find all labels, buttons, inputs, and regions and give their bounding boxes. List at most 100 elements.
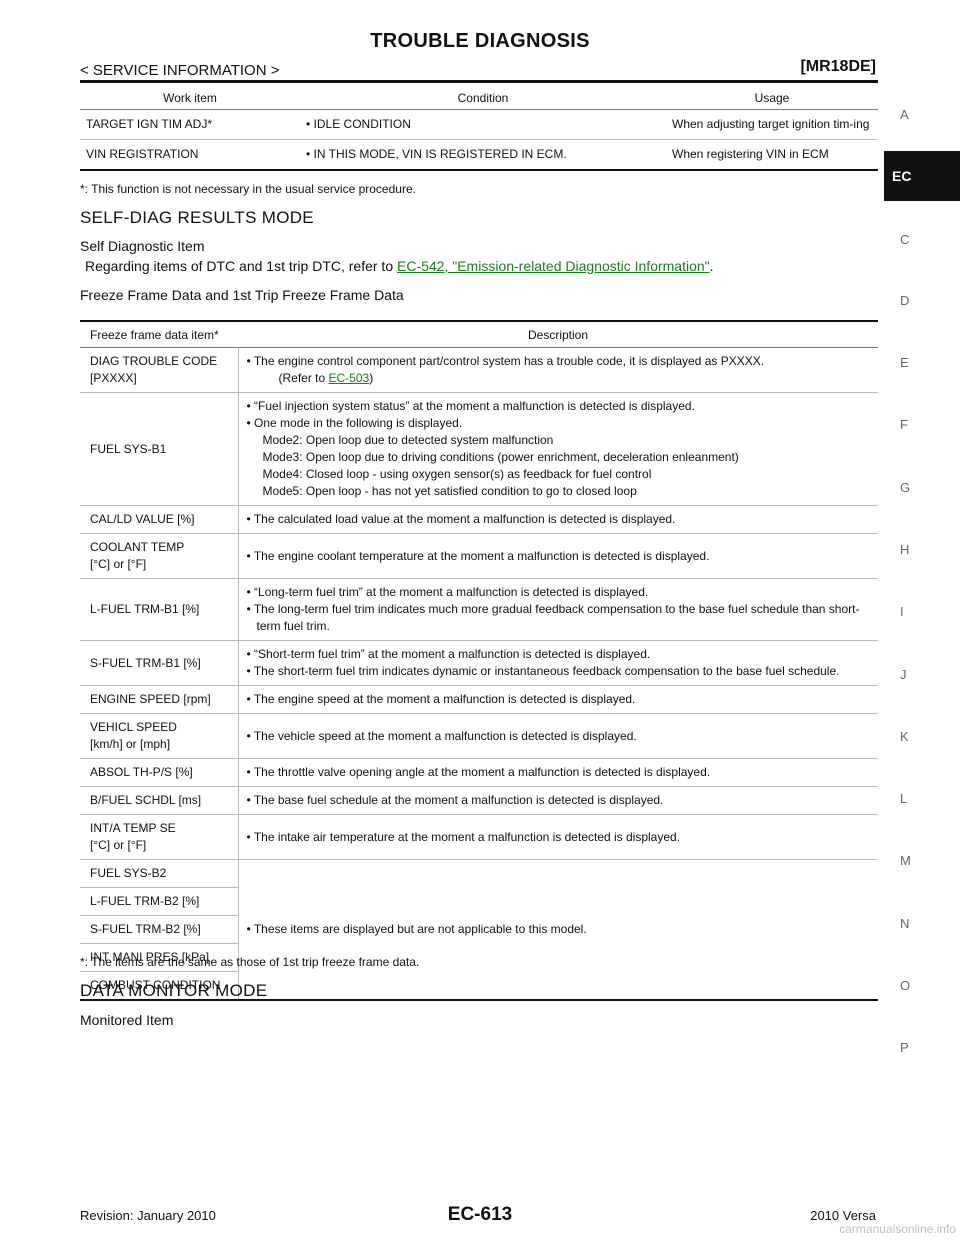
item-line: INT/A TEMP SE (90, 821, 176, 835)
table-row: ABSOL TH-P/S [%] • The throttle valve ope… (80, 758, 878, 787)
item-cell: S-FUEL TRM-B2 [%] (80, 915, 239, 944)
work-item-cell: TARGET IGN TIM ADJ* (80, 109, 300, 140)
table-header-row: Freeze frame data item* Description (80, 322, 878, 348)
item-cell: INT/A TEMP SE [°C] or [°F] (80, 814, 239, 860)
table-row: FUEL SYS-B1 • “Fuel injection system stat… (80, 392, 878, 506)
index-tab-h[interactable]: H (900, 542, 910, 557)
column-header: Freeze frame data item* (80, 322, 238, 348)
index-tab-d[interactable]: D (900, 293, 910, 308)
item-cell: COMBUST CONDITION (80, 971, 239, 1001)
description-line: • The base fuel schedule at the moment a… (246, 793, 664, 807)
index-tab-m[interactable]: M (900, 853, 911, 868)
item-line: [°C] or [°F] (90, 838, 147, 852)
index-tab-f[interactable]: F (900, 417, 908, 432)
subheading-freeze-frame: Freeze Frame Data and 1st Trip Freeze Fr… (80, 287, 404, 303)
work-table-footnote: *: This function is not necessary in the… (80, 182, 416, 196)
index-tab-c[interactable]: C (900, 232, 910, 247)
mode-line: Mode4: Closed loop - using oxygen sensor… (262, 467, 652, 481)
item-line: S-FUEL TRM-B1 [%] (90, 655, 201, 670)
dtc-reference-link[interactable]: EC-542, "Emission-related Diagnostic Inf… (397, 258, 710, 274)
item-line: L-FUEL TRM-B1 [%] (90, 602, 200, 616)
subheading-monitored-item: Monitored Item (80, 1012, 174, 1028)
description-line: • “Fuel injection system status” at the … (246, 399, 695, 413)
index-tab-i[interactable]: I (900, 604, 904, 619)
revision-date: Revision: January 2010 (80, 1208, 216, 1223)
breadcrumb[interactable]: < SERVICE INFORMATION > (80, 62, 280, 79)
reference-suffix: ) (369, 371, 374, 385)
header-divider (80, 80, 878, 83)
edition-label: 2010 Versa (810, 1208, 876, 1223)
section-heading-data-monitor: DATA MONITOR MODE (80, 981, 268, 1000)
description-cell: • The throttle valve opening angle at th… (238, 758, 878, 787)
table-row: CAL/LD VALUE [%]• The calculated load va… (80, 505, 878, 534)
item-line: VEHICL SPEED (90, 720, 177, 734)
description-line: • The calculated load value at the momen… (246, 512, 676, 526)
description-cell: • These items are displayed but are not … (238, 859, 878, 1001)
item-cell: S-FUEL TRM-B1 [%] (80, 640, 239, 686)
column-header: Condition (300, 87, 666, 110)
item-cell: VEHICL SPEED [km/h] or [mph] (80, 713, 239, 759)
index-tab-g[interactable]: G (900, 480, 911, 495)
table-row: S-FUEL TRM-B2 [%] (80, 915, 878, 944)
reference-prefix: (Refer to (278, 371, 329, 385)
freeze-table-top-rule (80, 320, 878, 322)
description-cell: • “Short-term fuel trim” at the moment a… (238, 640, 878, 686)
table-row: FUEL SYS-B2• These items are displayed b… (80, 859, 878, 1001)
dtc-reference-suffix: . (709, 258, 714, 274)
table-row: COOLANT TEMP[°C] or [°F] • The engine coo… (80, 533, 878, 579)
watermark: carmanualsonline.info (839, 1222, 956, 1236)
reference-link[interactable]: EC-503 (328, 371, 370, 385)
item-cell: L-FUEL TRM-B1 [%] (80, 578, 239, 641)
table-row: L-FUEL TRM-B2 [%] (80, 887, 878, 916)
table-row: S-FUEL TRM-B1 [%] • “Short-term fuel trim… (80, 640, 878, 686)
index-tab-e[interactable]: E (900, 355, 909, 370)
index-tab-p[interactable]: P (900, 1040, 909, 1055)
work-item-table: Work item Condition Usage TARGET IGN TIM… (80, 87, 878, 171)
item-line: FUEL SYS-B1 (90, 441, 167, 456)
condition-cell: • IN THIS MODE, VIN IS REGISTERED IN ECM… (300, 139, 666, 171)
item-cell: L-FUEL TRM-B2 [%] (80, 887, 239, 916)
page-number: EC-613 (447, 1204, 513, 1225)
table-row: B/FUEL SCHDL [ms] • The base fuel schedul… (80, 786, 878, 815)
index-tab-a[interactable]: A (900, 107, 909, 122)
description-line: • The engine coolant temperature at the … (246, 548, 710, 563)
item-cell: ENGINE SPEED [rpm] (80, 685, 239, 714)
usage-cell: When registering VIN in ECM (666, 139, 878, 171)
item-line: [km/h] or [mph] (90, 737, 171, 751)
table-row: COMBUST CONDITION (80, 971, 878, 1001)
description-line: • The vehicle speed at the moment a malf… (246, 728, 637, 743)
column-header: Description (238, 322, 878, 348)
reference-line: (Refer to EC-503) (247, 370, 869, 387)
item-cell: ABSOL TH-P/S [%] (80, 758, 239, 787)
description-line: • “Long-term fuel trim” at the moment a … (246, 585, 649, 599)
work-item-cell: VIN REGISTRATION (80, 139, 300, 171)
description-cell: • The engine speed at the moment a malfu… (238, 685, 878, 714)
index-tab-k[interactable]: K (900, 729, 909, 744)
index-tab-j[interactable]: J (900, 667, 907, 682)
table-row: INT MANI PRES [kPa] (80, 943, 878, 972)
description-line: • The long-term fuel trim indicates much… (246, 602, 860, 633)
freeze-table-footnote: *: The items are the same as those of 1s… (80, 955, 420, 969)
index-tab-n[interactable]: N (900, 916, 910, 931)
index-tab-o[interactable]: O (900, 978, 911, 993)
mode-line: Mode2: Open loop due to detected system … (262, 433, 554, 447)
dtc-reference-prefix: Regarding items of DTC and 1st trip DTC,… (85, 258, 397, 274)
table-header-row: Work item Condition Usage (80, 87, 878, 110)
section-index: A EC C D E F G H I J K L M N O P (884, 0, 960, 1100)
item-cell: COOLANT TEMP[°C] or [°F] (80, 533, 239, 579)
description-line: • The throttle valve opening angle at th… (246, 765, 711, 779)
description-line: • “Short-term fuel trim” at the moment a… (246, 647, 651, 661)
index-tab-ec[interactable]: EC (884, 151, 960, 201)
description-line: • The short-term fuel trim indicates dyn… (246, 664, 840, 678)
description-line: • The engine control component part/cont… (246, 354, 765, 368)
description-line: • One mode in the following is displayed… (246, 416, 463, 430)
item-cell: B/FUEL SCHDL [ms] (80, 786, 239, 815)
description-cell: • The intake air temperature at the mome… (238, 814, 878, 860)
condition-cell: • IDLE CONDITION (300, 109, 666, 140)
column-header: Usage (666, 87, 878, 110)
item-cell: FUEL SYS-B1 (80, 392, 239, 506)
index-tab-l[interactable]: L (900, 791, 908, 806)
column-header: Work item (80, 87, 300, 110)
usage-cell: When adjusting target ignition tim-ing (666, 109, 878, 140)
description-cell: • The engine control component part/cont… (238, 347, 878, 393)
